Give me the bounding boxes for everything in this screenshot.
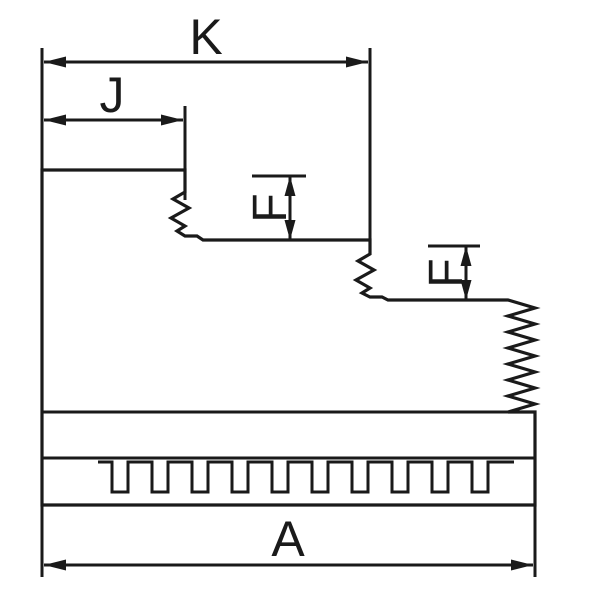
arrowheads [44,56,533,571]
arrowhead-f-lower-top [460,246,472,266]
label-dimension-a: A [271,511,305,567]
arrowhead-f-upper-bottom [284,220,296,240]
arrowhead-k-left [44,56,66,68]
arrowhead-f-upper-top [284,176,296,196]
label-dimension-k: K [189,9,222,65]
part-outline [40,168,541,507]
arrowhead-j-left [44,114,66,126]
extension-lines [40,48,537,577]
bottom-serration [98,460,514,494]
arrowhead-f-lower-bottom [460,280,472,300]
arrowhead-a-right [511,559,533,571]
arrowhead-a-left [44,559,66,571]
label-dimension-f-upper: F [244,193,297,222]
label-dimension-j: J [100,67,125,123]
arrowhead-j-right [161,114,183,126]
label-dimension-f-lower: F [420,258,473,287]
dimension-labels: K J F F A [100,9,474,567]
part-geometry [40,168,541,507]
arrowhead-k-right [346,56,368,68]
